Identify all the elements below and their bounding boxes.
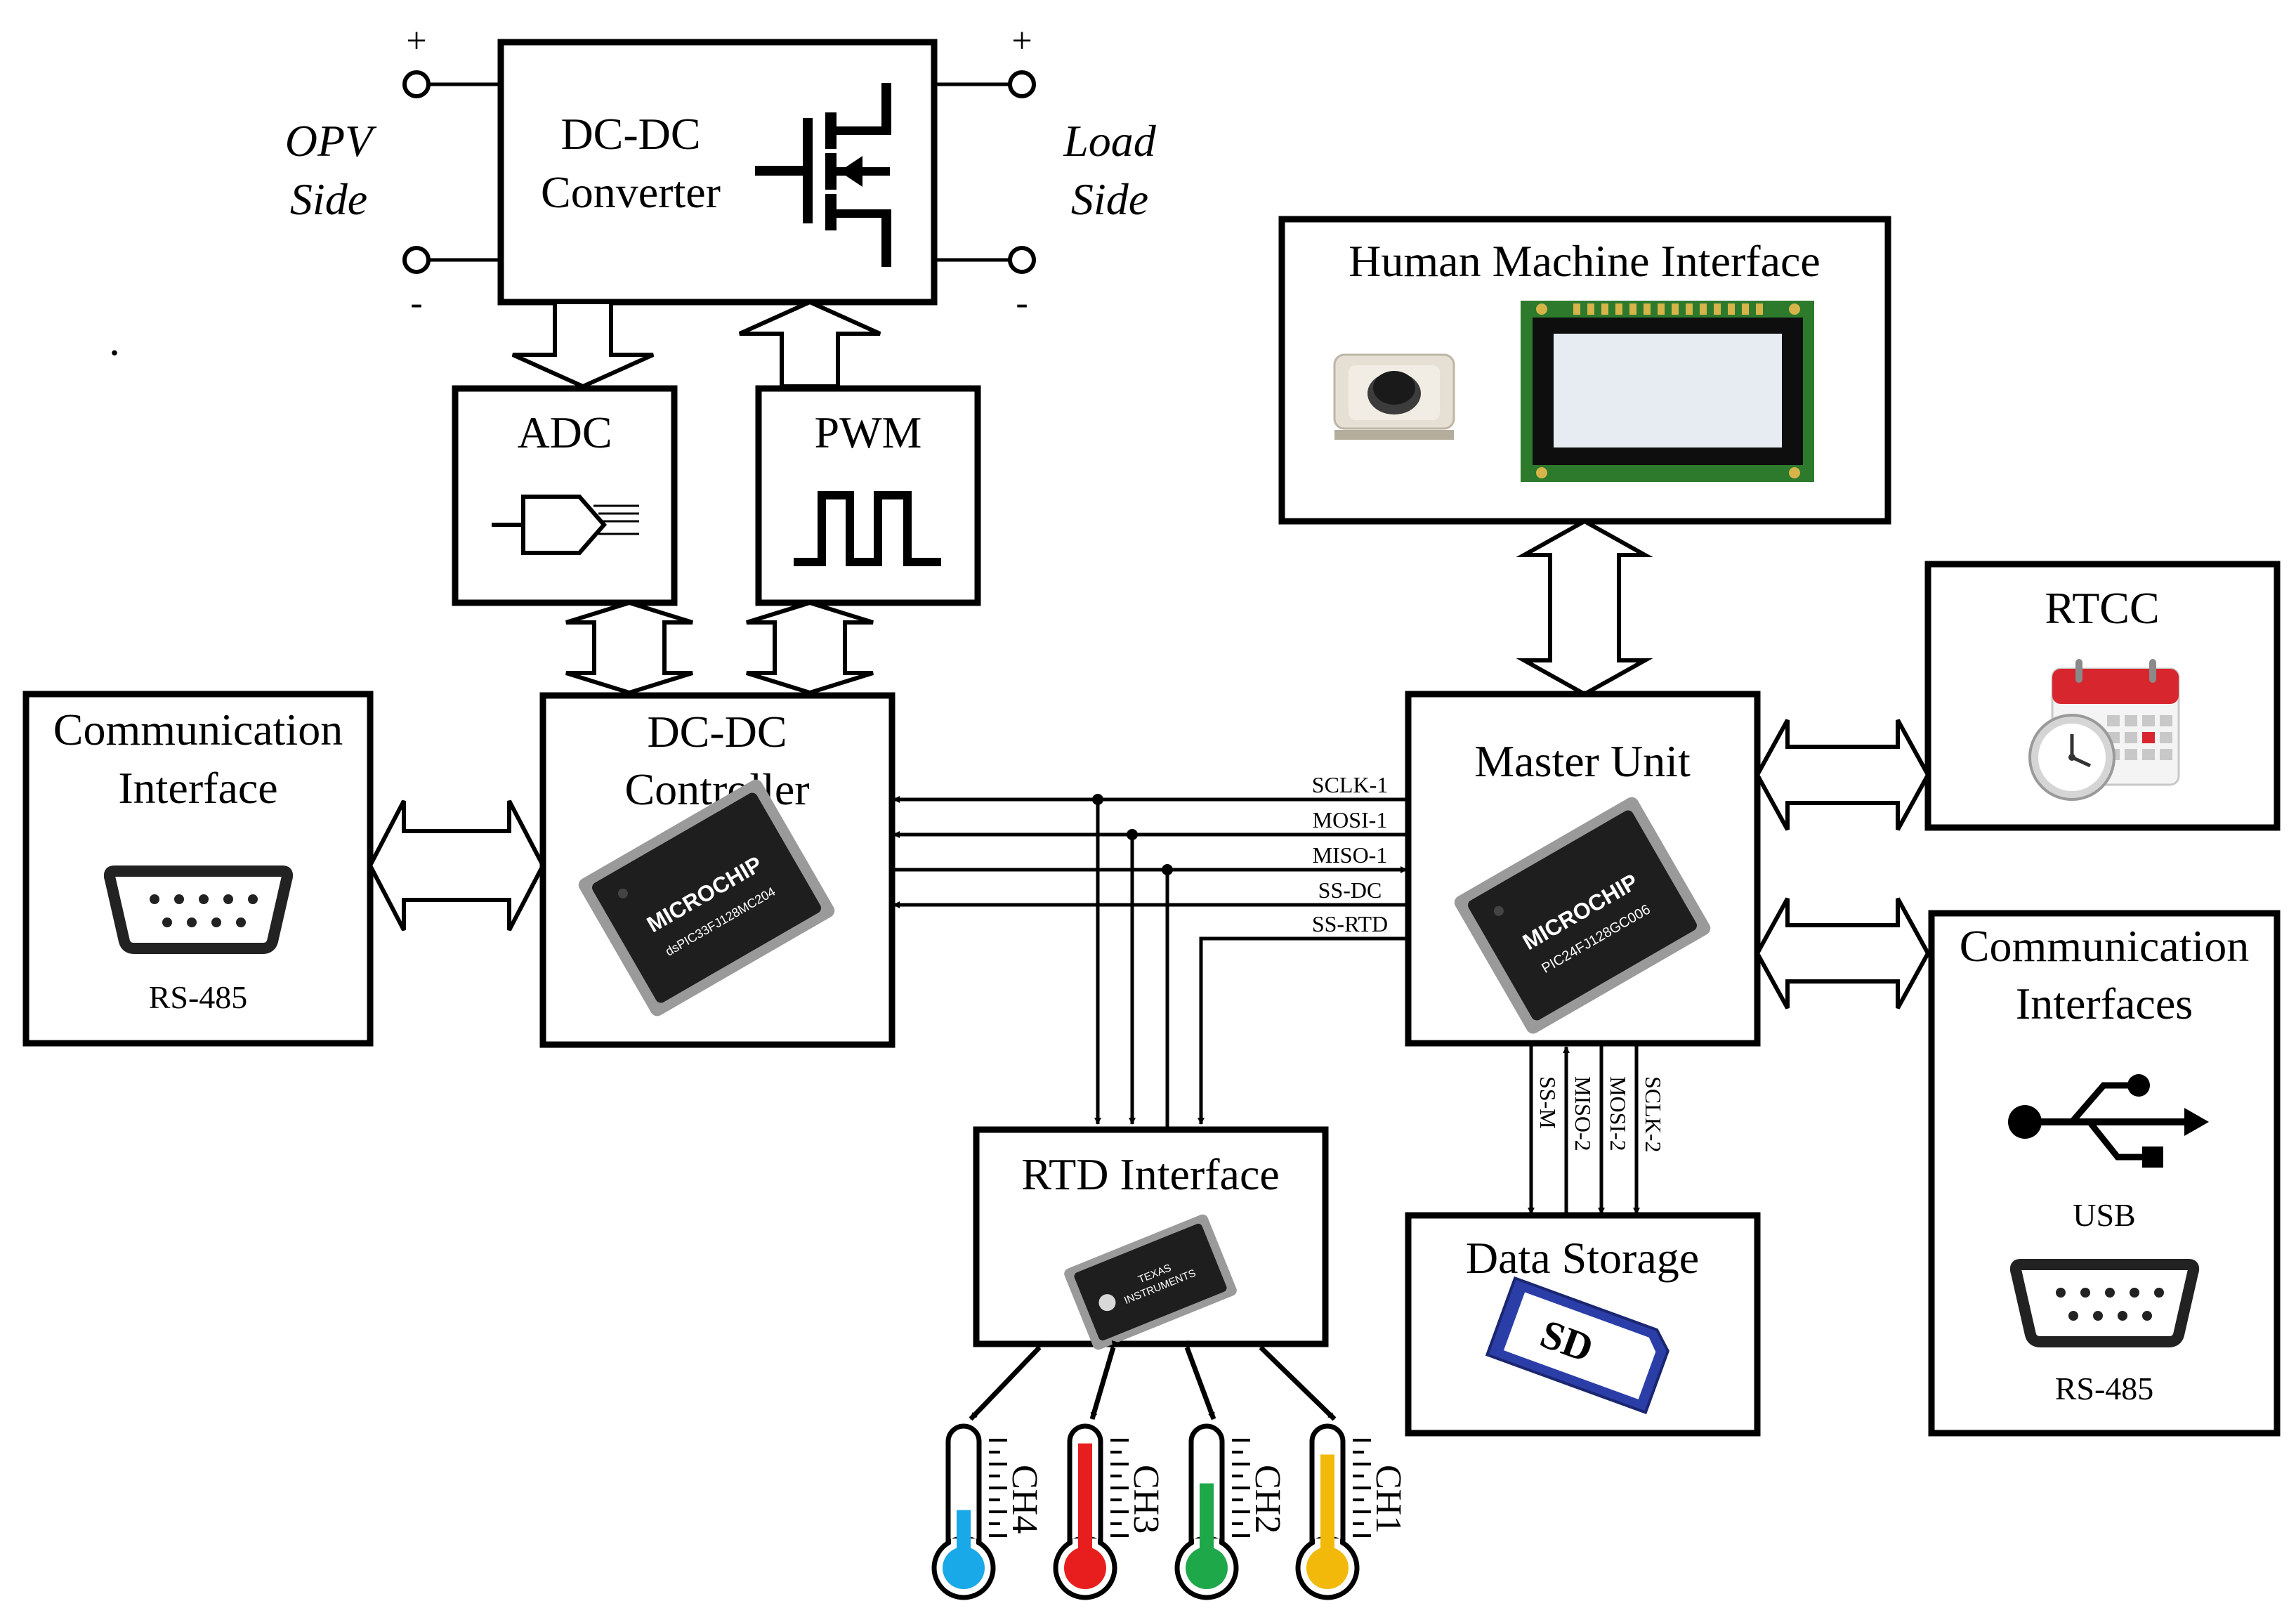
load-side-line2: Side [1071,174,1148,224]
master-rtcc-arrow [1754,719,1931,831]
mosi-1-label: MOSI-1 [1313,807,1388,832]
human-machine-interface-block: Human Machine Interface [1278,216,1891,525]
comm-left-title-line1: Communication [53,705,343,755]
converter-title-line1: DC-DC [560,109,700,159]
thermometer-ch4: CH4 [931,1340,1047,1600]
rtcc-block: RTCC [1924,561,2281,831]
communication-interface-left: Communication Interface RS-485 [22,691,374,1047]
communication-interfaces-right: Communication Interfaces USB RS-485 [1928,910,2281,1437]
thermometer-bulb-fluid [1064,1547,1106,1589]
thermometer-bulb-fluid [1306,1547,1349,1589]
pwm-title: PWM [815,407,922,457]
sclk-1-label: SCLK-1 [1312,772,1388,797]
thermometer-bulb-fluid [943,1547,985,1589]
lcd-display-icon [1521,301,1814,482]
thermometer-ch1: CH1 [1254,1340,1408,1600]
master-unit-block: Master Unit MICROCHIP PIC24FJ128GC006 [1405,691,1761,1047]
load-terminals: + - Load Side [934,21,1157,323]
adc-block: ADC [452,385,678,606]
db9-connector-icon-right [2009,1259,2200,1347]
ti-chip-icon: TEXAS INSTRUMENTS [1064,1214,1237,1350]
thermometer-ch3: CH3 [1053,1340,1166,1600]
db9-connector-icon [103,865,294,954]
sclk-2-label: SCLK-2 [1641,1076,1666,1152]
converter-title-line2: Converter [541,167,721,217]
data-storage-block: Data Storage SD [1405,1212,1761,1437]
usb-icon [2008,1074,2209,1168]
ss-m-label: SS-M [1535,1076,1561,1129]
comm-right-title-line2: Interfaces [2016,979,2193,1028]
ss-dc-label: SS-DC [1318,877,1382,903]
terminal-plus-right [1008,70,1036,98]
controller-title-line1: DC-DC [647,707,787,757]
plus-sign-right: + [1011,21,1032,61]
adc-icon [492,495,639,555]
pwm-block: PWM [755,385,981,606]
terminal-minus-right [1008,246,1036,274]
channel-link-arrow [1181,1340,1216,1420]
usb-label: USB [2073,1197,2135,1233]
spi-bus-1: SCLK-1 MOSI-1 MISO-1 SS-DC SS-RTD [893,772,1408,1128]
pwm-waveform-icon [794,491,941,566]
channel-label: CH2 [1247,1465,1287,1534]
minus-sign-right: - [1016,283,1028,323]
channel-link-arrow [1254,1340,1337,1421]
master-comm-right-arrow [1754,897,1931,1010]
opv-side-line1: OPV [285,116,377,166]
thermometer-fluid [1320,1454,1334,1567]
terminal-plus-left [402,70,431,98]
dc-dc-converter-block: DC-DC Converter [497,39,938,306]
thermometer-fluid [1200,1483,1214,1567]
comm-right-port-label: RS-485 [2055,1371,2154,1406]
ss-rtd-label: SS-RTD [1312,911,1388,936]
minus-sign-left: - [410,283,422,323]
microchip-master-chip-icon: MICROCHIP PIC24FJ128GC006 [1454,797,1711,1034]
channel-label: CH1 [1368,1465,1408,1534]
sd-card-icon: SD [1485,1276,1669,1415]
comm-left-controller-arrow [367,799,546,932]
rtd-channels: CH4 CH3 CH2 CH1 [931,1340,1408,1600]
data-storage-title: Data Storage [1466,1233,1699,1283]
mosi-2-label: MOSI-2 [1606,1076,1631,1151]
spi-bus-2: SS-M MISO-2 MOSI-2 SCLK-2 [1528,1045,1666,1215]
comm-left-title-line2: Interface [118,763,277,813]
adc-controller-arrow [565,600,693,695]
hmi-title: Human Machine Interface [1349,236,1821,286]
thermometer-bulb-fluid [1186,1547,1228,1589]
pwm-to-converter-arrow [738,299,881,388]
rtd-interface-block: RTD Interface TEXAS INSTRUMENTS [973,1126,1329,1350]
comm-right-title-line1: Communication [1960,921,2249,971]
plus-sign-left: + [406,21,426,61]
calendar-clock-icon [2028,659,2180,801]
channel-label: CH3 [1126,1465,1166,1534]
dc-dc-controller-block: DC-DC Controller MICROCHIP dsPIC33FJ128M… [539,692,896,1048]
channel-label: CH4 [1004,1465,1044,1534]
joystick-button-icon [1333,353,1455,440]
master-title: Master Unit [1474,736,1691,786]
adc-title: ADC [517,407,612,457]
rtd-title: RTD Interface [1021,1149,1280,1199]
opv-terminals: + - OPV Side [285,21,501,323]
terminal-minus-left [402,246,431,274]
channel-link-arrow [1089,1340,1119,1420]
load-side-line1: Load [1063,116,1157,166]
hmi-master-arrow [1516,518,1653,697]
thermometer-ch2: CH2 [1174,1340,1287,1600]
comm-left-port-label: RS-485 [149,979,248,1015]
thermometer-fluid [1078,1443,1092,1567]
mosfet-icon [755,83,891,267]
converter-to-adc-arrow [511,300,655,389]
stray-mark: . [109,315,120,365]
pwm-controller-arrow [746,600,874,695]
microchip-chip-icon: MICROCHIP dsPIC33FJ128MC204 [578,779,835,1017]
miso-1-label: MISO-1 [1313,842,1388,868]
opv-side-line2: Side [290,174,367,224]
miso-2-label: MISO-2 [1570,1076,1596,1151]
rtcc-title: RTCC [2045,583,2159,633]
channel-link-arrow [969,1340,1047,1421]
